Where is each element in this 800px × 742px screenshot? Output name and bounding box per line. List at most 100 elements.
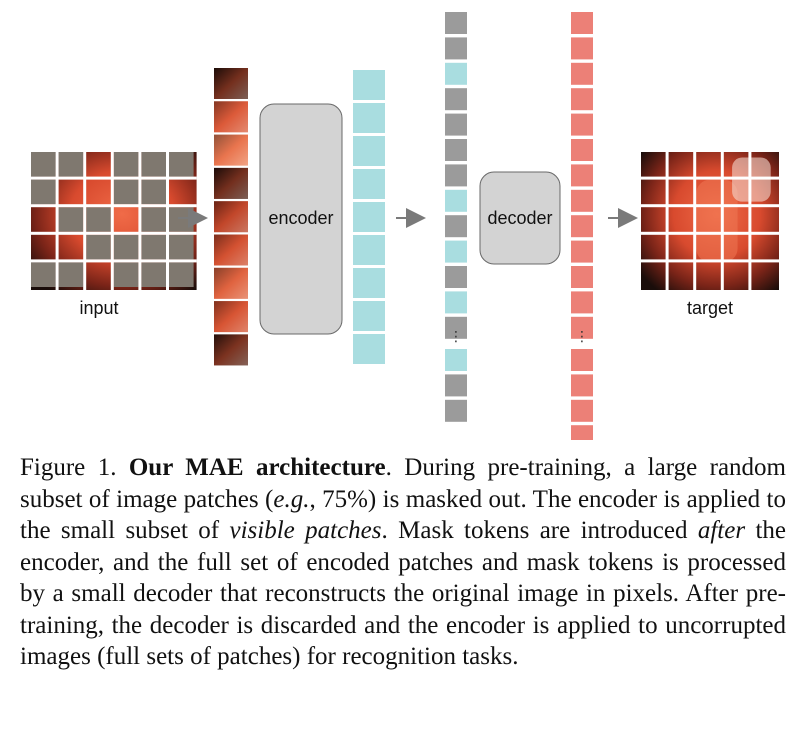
mask-token [445, 139, 467, 161]
caption-text: , 75%) is masked out. The encoder is app… [20, 485, 787, 545]
encoded-token [353, 70, 385, 100]
input-label: input [79, 298, 118, 318]
visible-patch-texture [214, 234, 248, 266]
caption-visible-patches: visible patches [229, 517, 382, 544]
ellipsis-icon: ⋮ [449, 328, 463, 344]
grid-line [641, 176, 779, 180]
decoded-token [571, 12, 593, 34]
mask-token [445, 316, 467, 339]
grid-line [138, 152, 142, 290]
encoded-token [353, 103, 385, 133]
grid-line [641, 204, 779, 208]
grid-line [166, 152, 169, 290]
encoded-tokens-column [353, 70, 385, 364]
masked-patch [141, 262, 166, 287]
decoder-input-tokens-column [445, 12, 467, 422]
caption-text: the encoder, and the full set of en­code… [20, 517, 786, 670]
grid-line [693, 152, 697, 290]
encoder-block [259, 103, 343, 335]
masked-patch [86, 234, 111, 260]
masked-patch [141, 234, 166, 260]
decoded-token [571, 291, 593, 314]
masked-patch [31, 179, 56, 205]
visible-patch-texture [214, 334, 248, 366]
target-highlight [696, 179, 738, 263]
masked-patch [113, 262, 139, 287]
input-masked-image [31, 152, 197, 290]
visible-patch-texture [214, 301, 248, 333]
grid-line [83, 152, 87, 290]
masked-patch [113, 179, 139, 205]
masked-patch [113, 234, 139, 260]
masked-patch [31, 262, 56, 287]
grid-line [31, 259, 197, 263]
grid-line [31, 176, 197, 180]
ellipsis-icon: ⋮ [575, 328, 589, 344]
visible-patch-texture [214, 68, 248, 99]
mask-token [445, 113, 467, 136]
visible-patch-texture [214, 134, 248, 166]
decoded-token [571, 164, 593, 187]
grid-line [55, 152, 59, 290]
grid-line [748, 152, 752, 290]
masked-patch [169, 207, 194, 232]
masked-patch [169, 262, 194, 287]
mask-token [445, 164, 467, 187]
masked-patch [169, 234, 194, 260]
decoder-label: decoder [487, 208, 552, 228]
masked-patch [58, 152, 84, 177]
masked-patch [169, 152, 194, 177]
mask-token [445, 37, 467, 60]
masked-patch [86, 207, 111, 232]
decoder-block [479, 171, 561, 265]
masked-patch [113, 152, 139, 177]
caption-eg: e.g. [273, 485, 310, 513]
mask-token [445, 266, 467, 288]
caption-text: . During pre-training, a large random su… [20, 454, 786, 513]
visible-patches-strip [214, 68, 248, 366]
visible-patch-texture [214, 267, 248, 299]
decoded-token [571, 425, 593, 440]
mask-token [445, 12, 467, 34]
visible-patch-texture [214, 201, 248, 233]
decoded-token [571, 189, 593, 212]
decoded-token [571, 349, 593, 371]
mask-token [445, 88, 467, 111]
masked-patch [141, 152, 166, 177]
caption-text: . Mask tokens are introduced [381, 517, 698, 544]
mask-token [445, 399, 467, 422]
encoded-token [445, 291, 467, 314]
decoded-token [571, 215, 593, 238]
encoded-token [353, 268, 385, 298]
figure-caption: Figure 1. Our MAE architecture. During p… [20, 452, 786, 673]
masked-patch [141, 179, 166, 205]
mae-architecture-diagram: input encoder ⋮ decoder ⋮ target [31, 12, 779, 440]
target-image [641, 152, 779, 290]
decoded-token [571, 240, 593, 263]
caption-title: Our MAE architecture [128, 454, 386, 481]
decoded-token [571, 62, 593, 85]
encoded-token [353, 334, 385, 364]
mask-token [445, 215, 467, 238]
decoded-token [571, 88, 593, 111]
grid-line [31, 231, 197, 235]
encoded-token [445, 349, 467, 371]
encoded-token [353, 136, 385, 166]
decoded-token [571, 316, 593, 339]
decoded-token [571, 374, 593, 397]
encoded-token [353, 202, 385, 232]
decoder-output-tokens-column [571, 12, 593, 440]
caption-prefix: Figure 1. [20, 454, 129, 481]
masked-patch [141, 207, 166, 232]
encoded-token [353, 235, 385, 265]
decoded-token [571, 113, 593, 136]
decoded-token [571, 139, 593, 161]
encoded-token [353, 169, 385, 199]
encoded-token [353, 301, 385, 331]
masked-patch [58, 262, 84, 287]
grid-line [665, 152, 669, 290]
encoded-token [445, 189, 467, 212]
mask-token [445, 374, 467, 397]
decoded-token [571, 37, 593, 60]
grid-line [31, 204, 197, 208]
